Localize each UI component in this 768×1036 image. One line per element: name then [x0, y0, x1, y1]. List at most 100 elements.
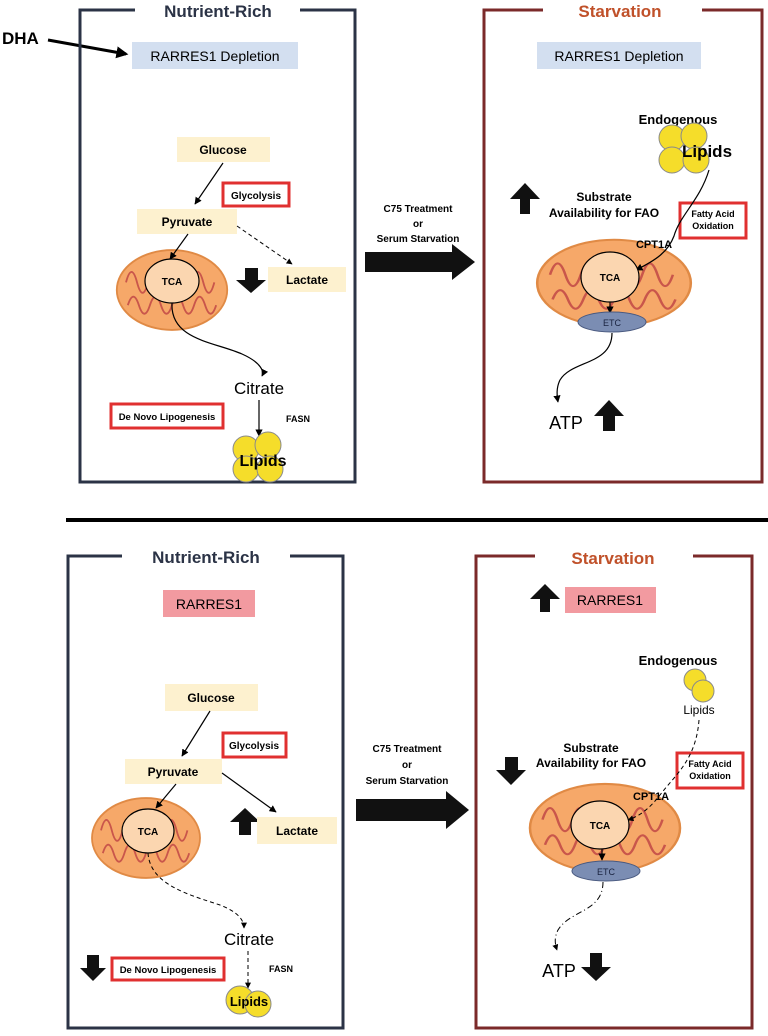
top-substrate-line2: Availability for FAO — [549, 206, 659, 220]
top-glucose-arrow — [194, 162, 224, 205]
bottom-nutrient-title: Nutrient-Rich — [152, 548, 260, 567]
top-right-tca-label: TCA — [600, 273, 621, 284]
bottom-lactate-label: Lactate — [276, 824, 318, 838]
top-substrate-line1: Substrate — [576, 190, 632, 204]
bottom-treatment-line3: Serum Starvation — [366, 776, 449, 787]
bottom-cpt1a-label: CPT1A — [633, 791, 669, 803]
bottom-starvation-frame — [474, 554, 754, 1030]
top-fao-box — [678, 201, 748, 240]
top-lactate-arrow — [236, 225, 293, 265]
top-etc-label: ETC — [603, 318, 622, 328]
top-glycolysis-box — [221, 181, 291, 208]
bottom-lactate-up-arrow — [230, 808, 260, 835]
top-nutrient-frame — [78, 8, 357, 484]
top-endogenous-lipids-label: Lipids — [682, 142, 732, 161]
top-treatment-line1: C75 Treatment — [384, 204, 454, 215]
bottom-atp-label: ATP — [542, 961, 576, 981]
bottom-glycolysis-box — [221, 731, 288, 759]
bottom-pyruvate-to-tca-arrow — [155, 783, 177, 809]
top-etc-oval — [577, 311, 647, 333]
top-dnl-box — [109, 402, 225, 430]
top-atp-label: ATP — [549, 413, 583, 433]
top-lipids-label: Lipids — [239, 453, 286, 470]
bottom-fasn-label: FASN — [269, 964, 293, 974]
top-glucose-label: Glucose — [199, 143, 247, 157]
bottom-glycolysis-label: Glycolysis — [229, 741, 279, 752]
bottom-lipid-droplets — [225, 985, 272, 1018]
top-treatment-arrow — [365, 244, 475, 280]
top-dnl-label: De Novo Lipogenesis — [119, 412, 216, 423]
top-etc-to-atp-arrow — [553, 332, 613, 403]
bottom-right-rarres1-label: RARRES1 — [577, 592, 643, 608]
bottom-pyruvate-label: Pyruvate — [148, 765, 199, 779]
bottom-fao-box — [675, 751, 745, 790]
bottom-right-rarres1-box — [565, 587, 656, 613]
bottom-tca-label: TCA — [138, 827, 159, 838]
bottom-glucose-box — [165, 684, 258, 711]
top-endogenous-lipid-droplets — [658, 122, 710, 174]
top-lactate-label: Lactate — [286, 273, 328, 287]
bottom-etc-to-atp-arrow — [552, 881, 604, 951]
bottom-citrate-label: Citrate — [224, 930, 274, 949]
top-substrate-up-arrow — [510, 183, 540, 214]
bottom-rarres1-box — [163, 590, 255, 617]
bottom-fao-line1: Fatty Acid — [688, 759, 731, 769]
bottom-dnl-down-arrow — [80, 955, 106, 981]
top-treatment-line3: Serum Starvation — [377, 234, 460, 245]
bottom-endogenous-lipid-droplets — [683, 668, 715, 703]
top-rarres1-depletion-box — [132, 42, 298, 69]
top-glucose-box — [177, 137, 270, 162]
dha-label: DHA — [2, 29, 39, 48]
bottom-nutrient-frame — [66, 554, 345, 1030]
bottom-lactate-box — [257, 817, 337, 844]
bottom-atp-down-arrow — [581, 953, 611, 981]
top-lactate-down-arrow — [236, 268, 266, 293]
top-lactate-box — [268, 267, 346, 292]
bottom-glucose-label: Glucose — [187, 691, 235, 705]
bottom-substrate-line2: Availability for FAO — [536, 756, 646, 770]
top-right-rarres1-depletion-box — [537, 42, 701, 69]
top-endogenous-label: Endogenous — [639, 112, 718, 127]
top-cpt1a-label: CPT1A — [636, 239, 672, 251]
top-pyruvate-label: Pyruvate — [162, 215, 213, 229]
bottom-treatment-line2: or — [402, 760, 412, 771]
top-right-rarres1-depletion-label: RARRES1 Depletion — [554, 48, 683, 64]
bottom-substrate-line1: Substrate — [563, 741, 619, 755]
bottom-right-tca-circle — [570, 800, 630, 850]
top-fasn-label: FASN — [286, 414, 310, 424]
top-rarres1-depletion-label: RARRES1 Depletion — [150, 48, 279, 64]
bottom-etc-label: ETC — [597, 867, 616, 877]
bottom-lipids-label: Lipids — [230, 994, 268, 1009]
bottom-treatment-arrow — [356, 791, 469, 829]
top-lipid-droplets — [232, 431, 284, 483]
top-tca-label: TCA — [162, 277, 183, 288]
bottom-rarres1-up-arrow — [530, 584, 560, 612]
bottom-rarres1-label: RARRES1 — [176, 596, 242, 612]
bottom-substrate-down-arrow — [496, 757, 526, 785]
top-atp-up-arrow — [594, 400, 624, 431]
bottom-tca-to-citrate-arrow — [147, 852, 247, 929]
dha-arrow — [47, 38, 129, 59]
top-starvation-frame — [482, 8, 764, 484]
top-citrate-label: Citrate — [234, 379, 284, 398]
top-tca-to-citrate-arrow — [171, 302, 269, 377]
bottom-lipids-to-tca-arrow — [627, 719, 700, 822]
bottom-glucose-arrow — [181, 710, 211, 757]
bottom-lactate-arrow — [221, 772, 277, 813]
top-pyruvate-to-tca-arrow — [169, 233, 189, 260]
bottom-dnl-box — [110, 956, 226, 982]
top-nutrient-title: Nutrient-Rich — [164, 2, 272, 21]
bottom-treatment-line1: C75 Treatment — [373, 744, 443, 755]
bottom-pyruvate-box — [125, 759, 222, 784]
top-fao-line1: Fatty Acid — [691, 209, 734, 219]
bottom-right-tca-label: TCA — [590, 821, 611, 832]
bottom-dnl-label: De Novo Lipogenesis — [120, 965, 217, 976]
bottom-fao-line2: Oxidation — [689, 771, 731, 781]
top-treatment-line2: or — [413, 219, 423, 230]
bottom-etc-oval — [571, 860, 641, 882]
bottom-endogenous-lipids-label: Lipids — [683, 703, 714, 717]
top-glycolysis-label: Glycolysis — [231, 191, 281, 202]
top-lipids-to-tca-arrow — [635, 169, 710, 271]
bottom-starvation-title: Starvation — [571, 549, 654, 568]
